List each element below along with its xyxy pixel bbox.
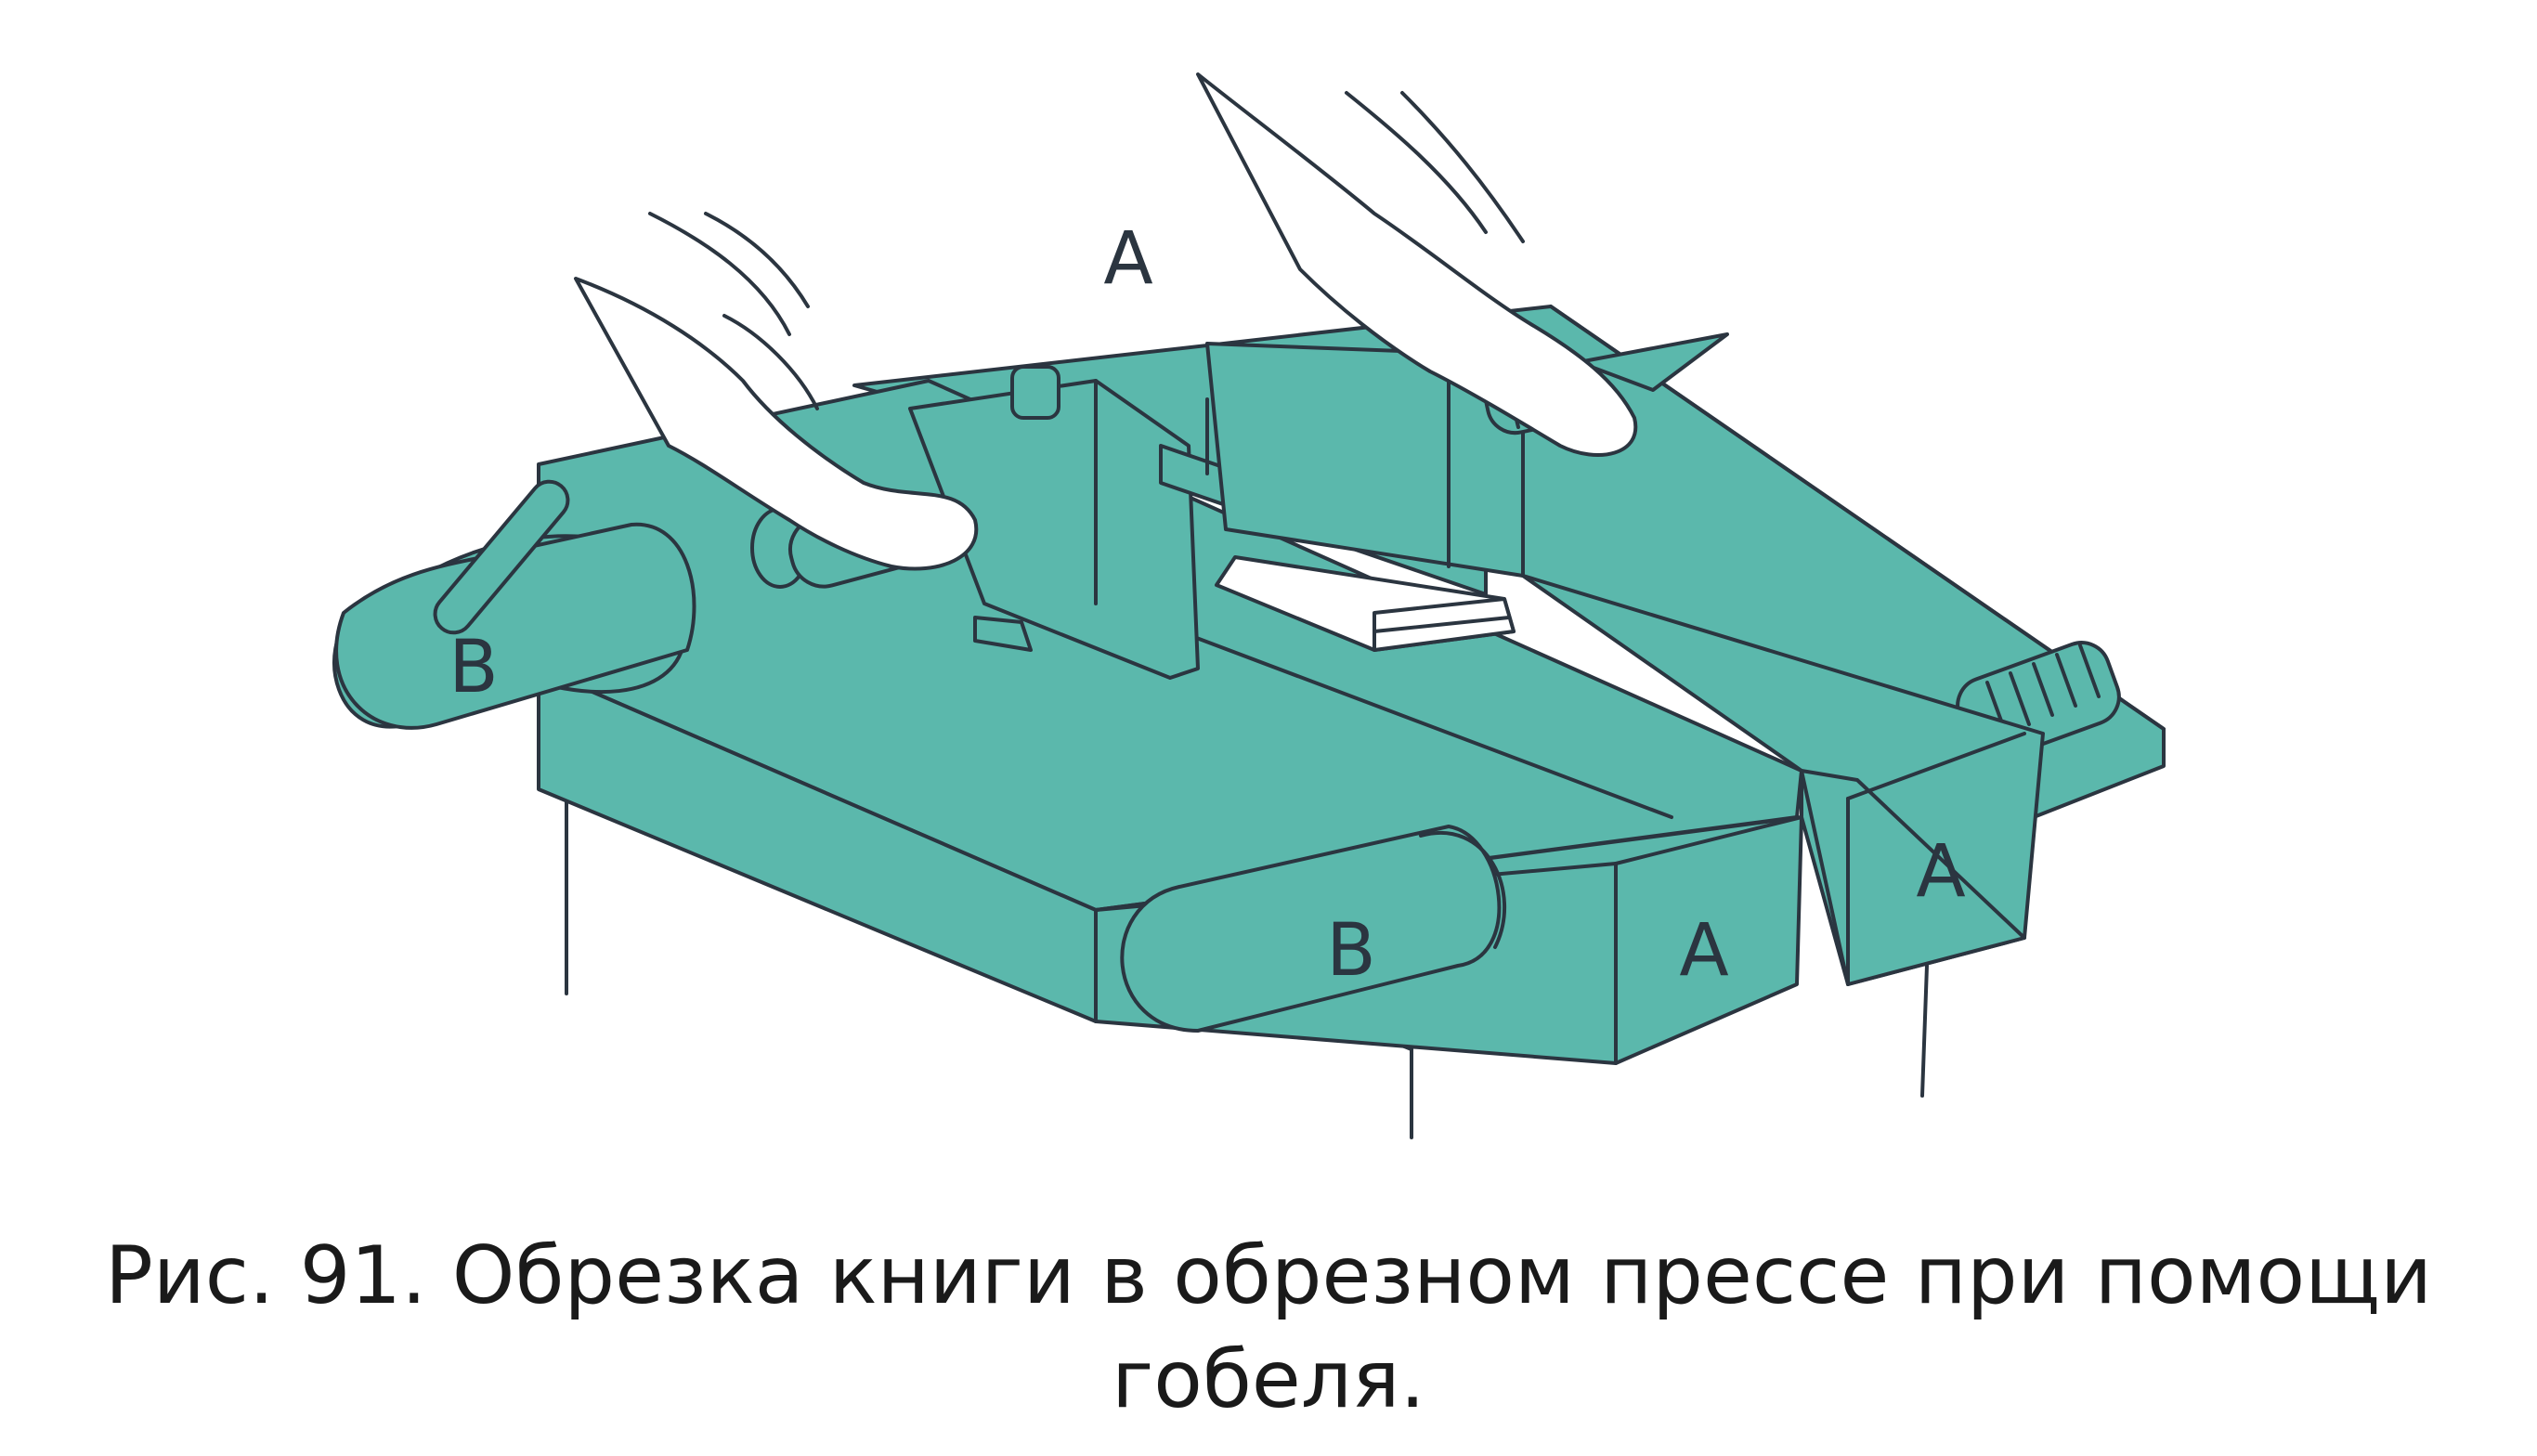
label-b-front: B bbox=[1326, 909, 1376, 993]
right-cheek bbox=[1521, 574, 2045, 986]
handle-b-back bbox=[332, 479, 696, 730]
plow-block bbox=[908, 365, 1200, 680]
label-a-front-right: A bbox=[1916, 830, 1965, 914]
caption-line-2: гобеля. bbox=[1112, 1333, 1425, 1426]
figure-caption: Рис. 91. Обрезка книги в обрезном прессе… bbox=[0, 1224, 2537, 1432]
left-hand bbox=[574, 212, 979, 571]
label-b-back: B bbox=[449, 626, 499, 709]
book bbox=[1215, 555, 1516, 652]
handle-b-front bbox=[1120, 825, 1506, 1033]
label-a-top: A bbox=[1103, 217, 1152, 301]
label-a-front-left: A bbox=[1679, 909, 1728, 993]
caption-line-1: Рис. 91. Обрезка книги в обрезном прессе… bbox=[104, 1229, 2432, 1322]
press-illustration: A B B A A bbox=[332, 72, 2166, 1139]
right-hand bbox=[1196, 72, 1638, 457]
